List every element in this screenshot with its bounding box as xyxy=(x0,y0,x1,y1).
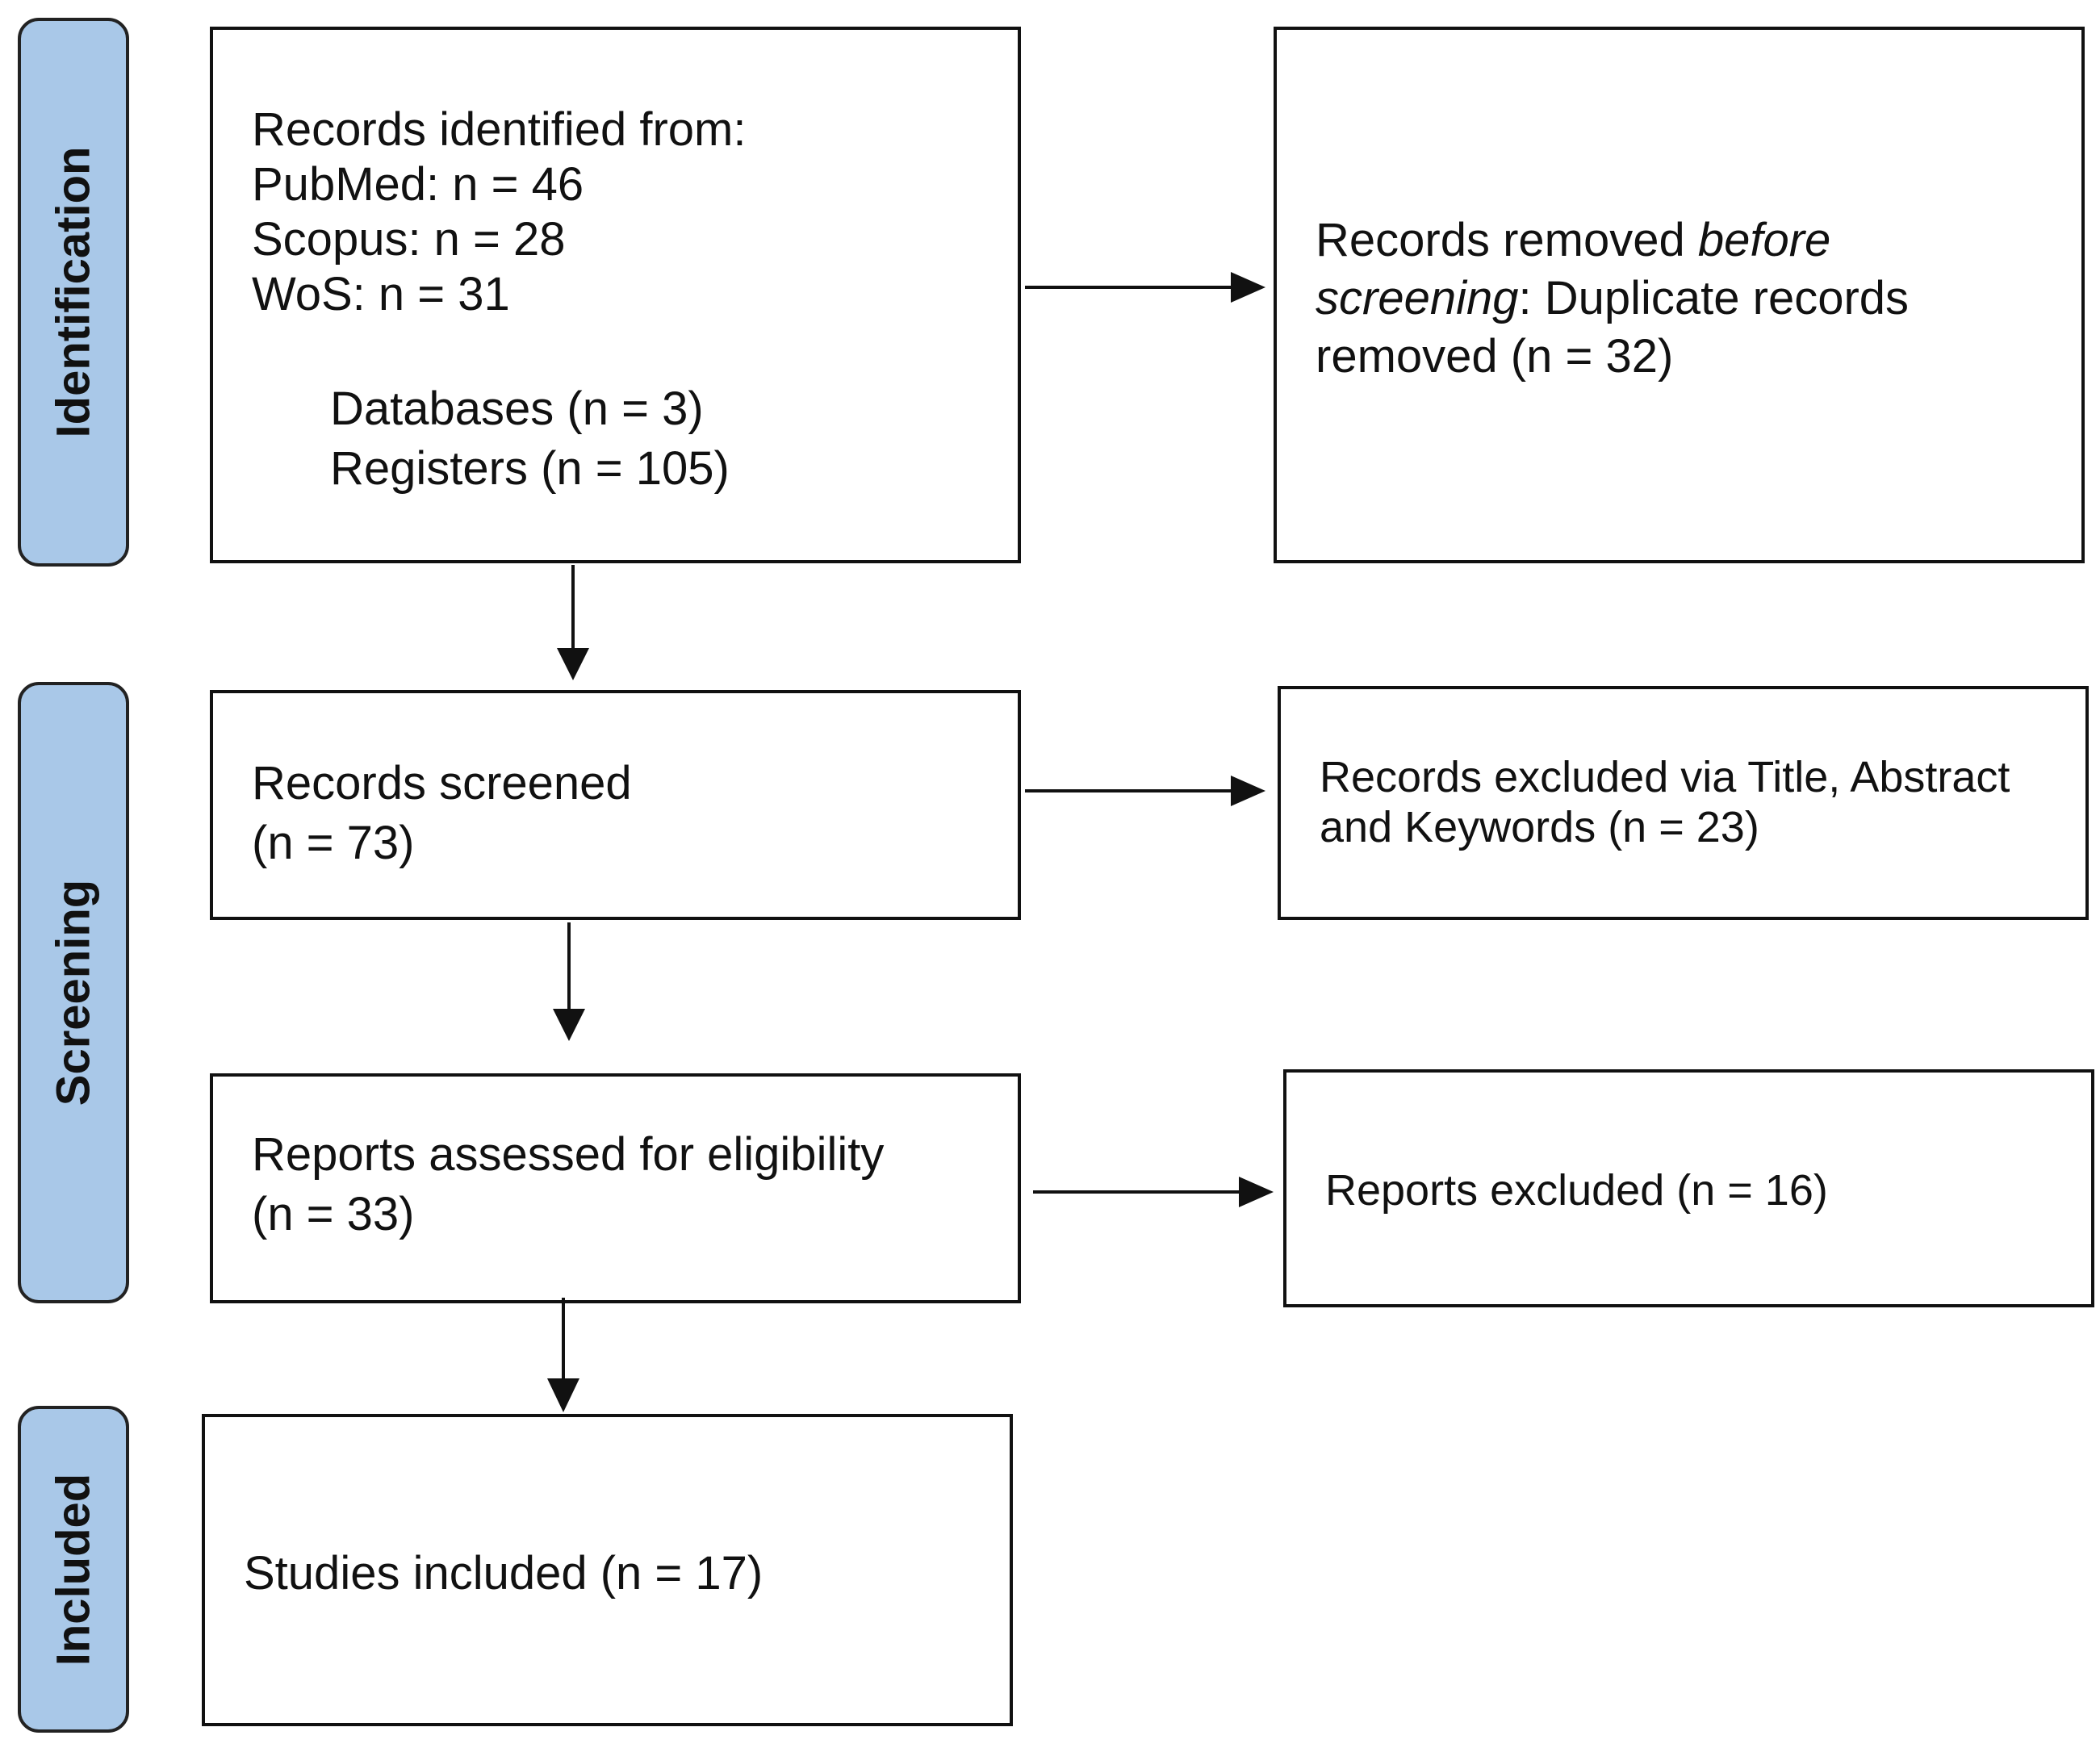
identified-sources: Databases (n = 3) Registers (n = 105) xyxy=(330,379,730,499)
arrowhead-assessed xyxy=(553,1009,585,1041)
excluded-screen-box: Records excluded via Title, Abstract and… xyxy=(1278,686,2089,920)
assessed-line-1: Reports assessed for eligibility xyxy=(252,1128,885,1181)
phase-screening: Screening xyxy=(18,682,129,1303)
identified-box: Records identified from: PubMed: n = 46 … xyxy=(210,27,1021,563)
removed-part-1: Records removed xyxy=(1316,214,1698,266)
included-box: Studies included (n = 17) xyxy=(202,1414,1013,1726)
identified-registers: Registers (n = 105) xyxy=(330,442,730,495)
arrowhead-excluded-reports xyxy=(1239,1177,1274,1207)
removed-text: Records removed before screening: Duplic… xyxy=(1316,211,1909,386)
arrowheads xyxy=(547,272,1274,1412)
phase-included: Included xyxy=(18,1406,129,1733)
screened-line-2: (n = 73) xyxy=(252,817,415,869)
identified-databases: Databases (n = 3) xyxy=(330,383,704,435)
removed-part-2: before xyxy=(1697,214,1831,266)
screened-text: Records screened (n = 73) xyxy=(252,754,632,873)
removed-part-4: : Duplicate records xyxy=(1518,272,1910,324)
assessed-line-2: (n = 33) xyxy=(252,1188,415,1240)
removed-line-1: Records removed before xyxy=(1316,211,1909,270)
identified-heading: Records identified from: xyxy=(252,103,747,156)
phase-identification: Identification xyxy=(18,18,129,567)
removed-line-2: screening: Duplicate records xyxy=(1316,270,1909,328)
assessed-text: Reports assessed for eligibility (n = 33… xyxy=(252,1125,884,1244)
included-text: Studies included (n = 17) xyxy=(244,1547,763,1600)
removed-box: Records removed before screening: Duplic… xyxy=(1274,27,2085,563)
identified-wos: WoS: n = 31 xyxy=(252,268,510,320)
removed-line-3: removed (n = 32) xyxy=(1316,330,1674,383)
arrowhead-included xyxy=(547,1378,579,1412)
excluded-screen-text: Records excluded via Title, Abstract and… xyxy=(1320,753,2010,851)
identified-scopus: Scopus: n = 28 xyxy=(252,213,566,266)
assessed-box: Reports assessed for eligibility (n = 33… xyxy=(210,1073,1021,1303)
excluded-reports-box: Reports excluded (n = 16) xyxy=(1283,1069,2094,1307)
excluded-reports-text: Reports excluded (n = 16) xyxy=(1325,1166,1828,1215)
screened-box: Records screened (n = 73) xyxy=(210,690,1021,920)
identified-pubmed: PubMed: n = 46 xyxy=(252,158,584,211)
arrowhead-excluded-screen xyxy=(1231,776,1265,806)
arrowhead-screened xyxy=(557,648,589,680)
removed-part-3: screening xyxy=(1316,272,1519,324)
screened-line-1: Records screened xyxy=(252,757,632,809)
identified-text: Records identified from: PubMed: n = 46 … xyxy=(252,102,746,322)
arrowhead-removed xyxy=(1231,272,1265,303)
